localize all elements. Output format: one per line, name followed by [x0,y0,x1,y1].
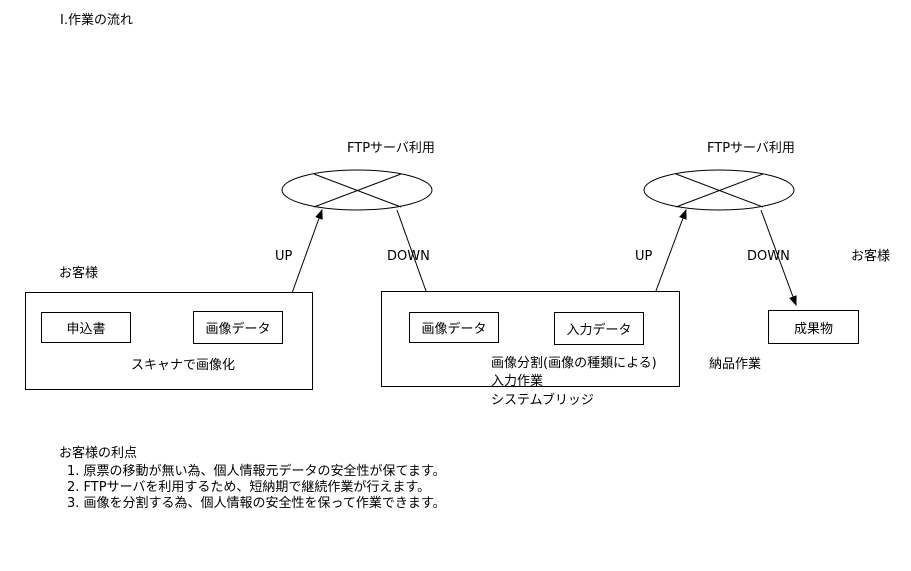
arrow-upload-left [286,209,323,308]
benefit-item: 1. 原票の移動が無い為、個人情報元データの安全性が保てます。 [67,464,446,479]
section-title: Ⅰ.作業の流れ [60,13,133,28]
customer-label-right: お客様 [851,249,891,264]
benefits-list: 1. 原票の移動が無い為、個人情報元データの安全性が保てます。 2. FTPサー… [67,464,446,512]
ftp-server-node-1 [281,169,433,211]
ftp-label-1: FTPサーバ利用 [347,141,435,156]
arrow-upload-right [649,209,687,308]
up-label-left: UP [275,249,293,264]
benefit-item: 2. FTPサーバを利用するため、短納期で継続作業が行えます。 [67,480,431,495]
benefits-heading: お客様の利点 [59,446,138,461]
deliverable-node: 成果物 [768,310,859,344]
scan-caption: スキャナで画像化 [131,358,236,373]
arrow-download-right [760,209,797,306]
up-label-right: UP [635,249,653,264]
application-form-node: 申込書 [41,312,131,343]
ftp-server-node-2 [643,169,795,211]
ftp-label-2: FTPサーバ利用 [707,141,795,156]
delivery-caption: 納品作業 [709,357,762,372]
input-data-node: 入力データ [554,312,644,345]
input-work-caption: 入力作業 [491,374,544,389]
image-data-node-left: 画像データ [193,311,283,344]
image-data-node-mid: 画像データ [409,312,499,343]
down-label-left: DOWN [387,249,430,264]
arrow-download-left [396,209,432,306]
down-label-right: DOWN [747,249,790,264]
benefit-item: 3. 画像を分割する為、個人情報の安全性を保って作業できます。 [67,496,446,511]
customer-label: お客様 [59,266,99,281]
split-caption: 画像分割(画像の種類による) [491,356,657,371]
system-bridge-caption: システムブリッジ [491,393,594,408]
